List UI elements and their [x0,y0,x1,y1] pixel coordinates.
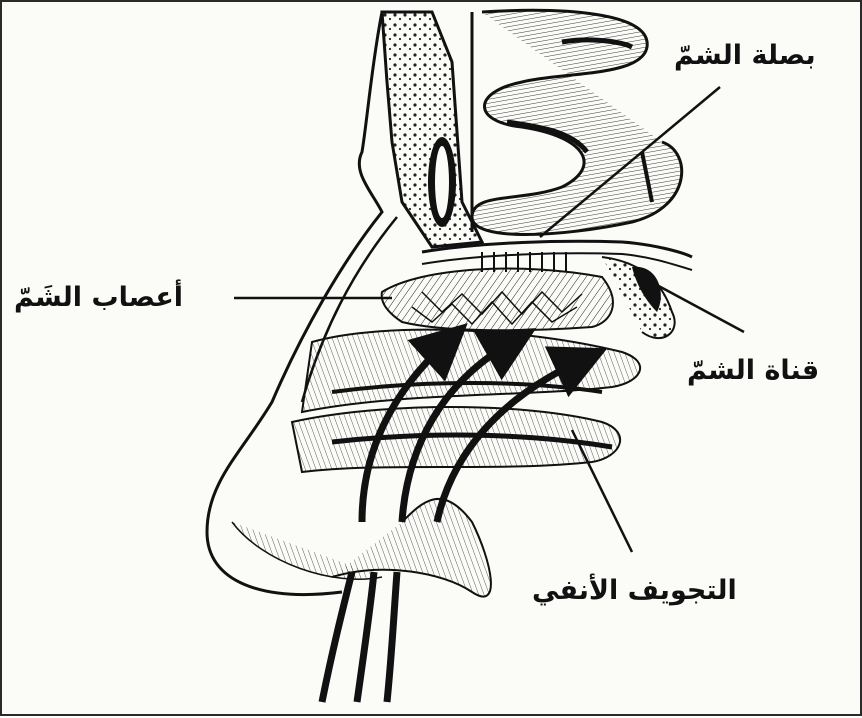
olfactory-nerve-network [382,269,613,331]
label-olfactory-tract: قناة الشمّ [687,357,819,384]
label-nasal-cavity: التجويف الأنفي [532,577,737,604]
label-olfactory-nerves: أعصاب الشَمّ [14,284,183,311]
label-olfactory-bulb: بصلة الشمّ [674,42,816,69]
brain-folds [472,10,682,234]
frontal-bone [382,12,482,247]
